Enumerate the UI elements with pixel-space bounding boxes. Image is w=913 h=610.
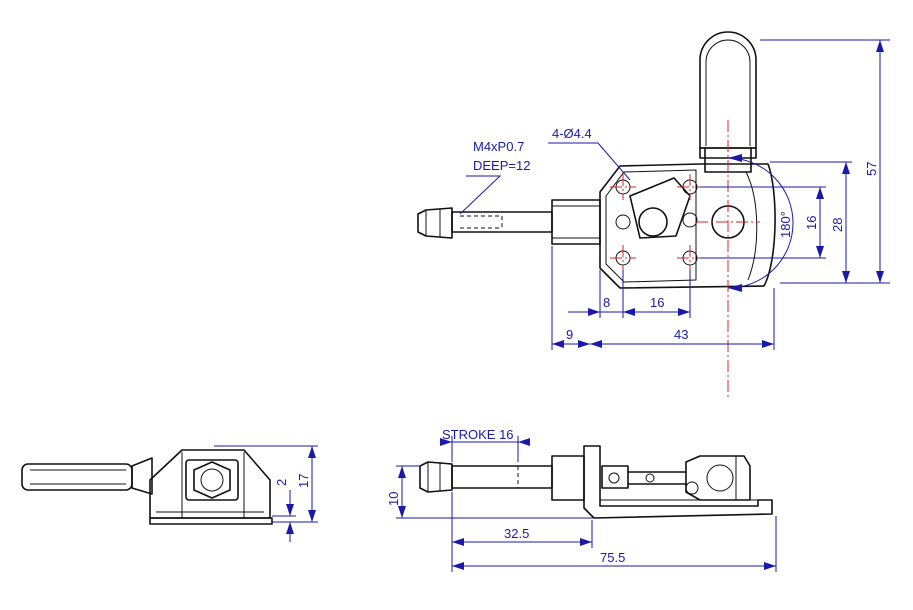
- end-view-dimensions: 17 2: [214, 445, 318, 542]
- end-view-handle: [21, 463, 133, 491]
- hex-nut-bore: [200, 468, 224, 492]
- side-plunger-housing: [551, 455, 585, 501]
- dim-43: 43: [674, 327, 688, 342]
- top-view-dimensions: [459, 39, 890, 350]
- link-arm: [629, 177, 691, 239]
- dim-32-5: 32.5: [504, 526, 529, 541]
- link-pin-2: [682, 212, 698, 228]
- end-view: [21, 449, 273, 525]
- handle-collar: [699, 147, 757, 159]
- side-link-block: [601, 465, 629, 489]
- dim-28: 28: [830, 218, 845, 232]
- plunger-rod: [451, 211, 553, 233]
- plunger-tip: [417, 207, 453, 239]
- thread-depth-label: DEEP=12: [473, 158, 530, 173]
- handle-grip: [699, 31, 757, 149]
- dim-9: 9: [566, 327, 573, 342]
- dim-16-horizontal: 16: [650, 295, 664, 310]
- dim-17: 17: [296, 474, 311, 488]
- holes-label: 4-Ø4.4: [552, 126, 592, 141]
- hole-centerlines: [610, 174, 703, 271]
- dim-8: 8: [603, 295, 610, 310]
- end-view-base: [149, 517, 273, 525]
- side-plunger-rod: [451, 465, 553, 489]
- link-boss: [638, 207, 668, 237]
- dim-10: 10: [386, 492, 401, 506]
- clamp-body-flank: [745, 171, 758, 281]
- rotation-arc: [727, 157, 794, 289]
- clamp-body-inner: [605, 169, 697, 283]
- dim-75-5: 75.5: [600, 550, 625, 565]
- top-view: [417, 31, 794, 400]
- stroke-label: STROKE 16: [442, 427, 514, 442]
- end-view-handle-joint: [131, 457, 153, 495]
- end-view-nut-frame: [185, 459, 239, 501]
- dim-2: 2: [274, 479, 289, 486]
- link-pin: [615, 214, 631, 230]
- side-view: [419, 445, 773, 519]
- side-plunger-tip: [419, 461, 453, 493]
- dim-180-deg: 180°: [778, 211, 793, 238]
- plunger-housing: [551, 199, 601, 245]
- side-view-dimensions: STROKE 16 10 32.5 75.5: [386, 427, 777, 572]
- thread-spec-label: M4xP0.7: [473, 139, 524, 154]
- dim-57: 57: [864, 162, 879, 176]
- side-body-bracket: [583, 445, 773, 519]
- dim-16-vertical: 16: [804, 216, 819, 230]
- handle-grip-inner: [705, 39, 751, 146]
- clamp-body: [599, 163, 776, 289]
- hex-nut: [193, 461, 231, 499]
- top-view-labels: M4xP0.7 DEEP=12 4-Ø4.4 57 28 16 180° 8 1…: [473, 126, 879, 342]
- side-pivot: [706, 464, 734, 492]
